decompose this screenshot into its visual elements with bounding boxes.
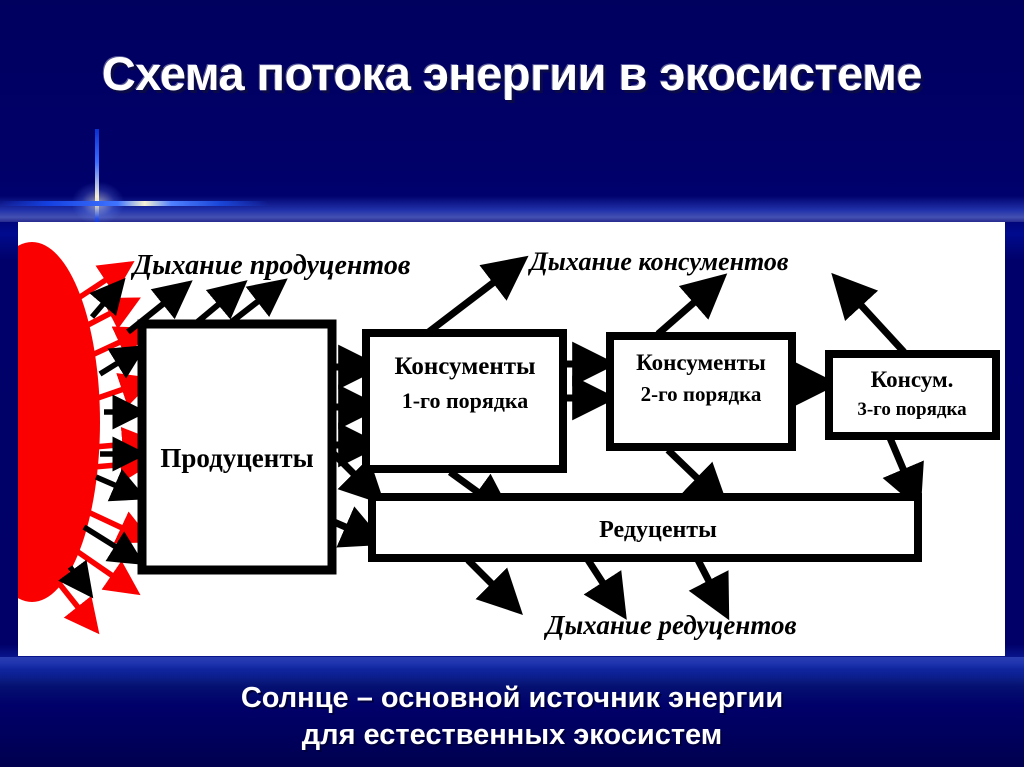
label-respiration-consumers: Дыхание консументов — [528, 247, 789, 276]
label-respiration-reducers: Дыхание редуцентов — [543, 610, 797, 640]
absorbed-arrow — [89, 277, 126, 319]
respiration-arrow — [688, 558, 730, 621]
box-producers-label: Продуценты — [160, 443, 313, 473]
sun-shape — [18, 242, 100, 602]
respiration-arrow — [583, 558, 627, 620]
box-producers[interactable]: Продуценты — [137, 319, 337, 575]
box-consumers-2-label-line1: Консументы — [636, 350, 766, 375]
sparkle-cross-vertical-icon — [95, 129, 99, 223]
box-consumers-1-label-line1: Консументы — [394, 353, 535, 380]
reducers-respiration-arrows — [465, 557, 730, 621]
respiration-arrow — [465, 557, 523, 615]
diagram-panel: Продуценты Консументы 1-го порядка — [18, 222, 1005, 656]
respiration-arrow — [423, 255, 529, 337]
flow-arrow — [331, 451, 385, 505]
box-consumers-2[interactable]: Консументы 2-го порядка — [606, 332, 796, 451]
caption-line-2: для естественных экосистем — [301, 719, 723, 751]
respiration-arrow — [655, 273, 728, 337]
box-consumers-1-label-line2: 1-го порядка — [402, 388, 529, 413]
sparkle-cross-horizontal-icon — [0, 201, 268, 206]
box-consumers-1[interactable]: Консументы 1-го порядка — [362, 329, 567, 473]
label-respiration-producers: Дыхание продуцентов — [130, 250, 411, 281]
energy-flow-diagram: Продуценты Консументы 1-го порядка — [18, 242, 1000, 640]
caption-line-1: Солнце – основной источник энергии — [240, 682, 784, 714]
absorbed-arrow — [58, 559, 94, 599]
consumers1-to-consumers2-arrows — [566, 341, 617, 421]
box-consumers-3[interactable]: Консум. 3-го порядка — [825, 350, 1000, 440]
solar-ray — [55, 580, 100, 635]
box-reducers[interactable]: Редуценты — [368, 493, 922, 562]
consumers3-respiration-arrow — [831, 272, 907, 355]
solar-ray — [90, 326, 151, 359]
slide-caption: Солнце – основной источник энергии для е… — [0, 680, 1024, 754]
absorbed-arrow — [98, 345, 147, 379]
solar-ray — [78, 260, 135, 300]
consumers2-respiration-arrow — [655, 273, 728, 337]
absorbed-energy-arrows — [58, 277, 148, 599]
respiration-arrow — [831, 272, 907, 355]
box-consumers-3-label-line2: 3-го порядка — [857, 399, 967, 420]
box-consumers-2-label-line2: 2-го порядка — [641, 382, 762, 406]
page-title: Схема потока энергии в экосистеме — [101, 47, 923, 100]
solar-ray — [76, 549, 141, 596]
absorbed-arrow — [94, 469, 148, 502]
absorbed-arrow — [82, 524, 145, 565]
top-light-band — [0, 196, 1024, 222]
consumers1-respiration-arrow — [423, 255, 529, 337]
box-consumers-3-label-line1: Консум. — [871, 367, 954, 392]
box-reducers-label: Редуценты — [599, 517, 717, 543]
